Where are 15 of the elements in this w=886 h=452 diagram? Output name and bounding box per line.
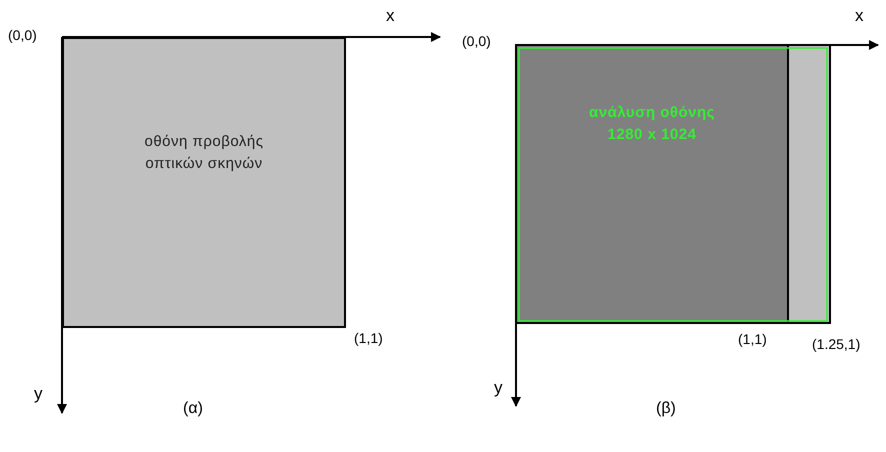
axis-label: x: [855, 6, 864, 26]
coordinate-label: (1.25,1): [812, 336, 860, 352]
panel-label: (α): [183, 400, 203, 418]
coordinate-label: (0,0): [8, 27, 37, 43]
coordinate-label: (0,0): [462, 33, 491, 49]
axis-label: x: [386, 6, 394, 26]
screen-caption: ανάλυση οθόνης 1280 x 1024: [588, 103, 716, 145]
extra-strip: [787, 44, 831, 324]
coordinate-label: (1,1): [738, 331, 767, 347]
screen-caption: οθόνη προβολής οπτικών σκηνών: [143, 132, 265, 174]
axis-label: y: [494, 378, 502, 398]
panel-label: (β): [656, 400, 676, 418]
coordinate-label: (1,1): [354, 330, 383, 346]
axis-label: y: [34, 384, 42, 404]
screen-area: [62, 37, 346, 328]
